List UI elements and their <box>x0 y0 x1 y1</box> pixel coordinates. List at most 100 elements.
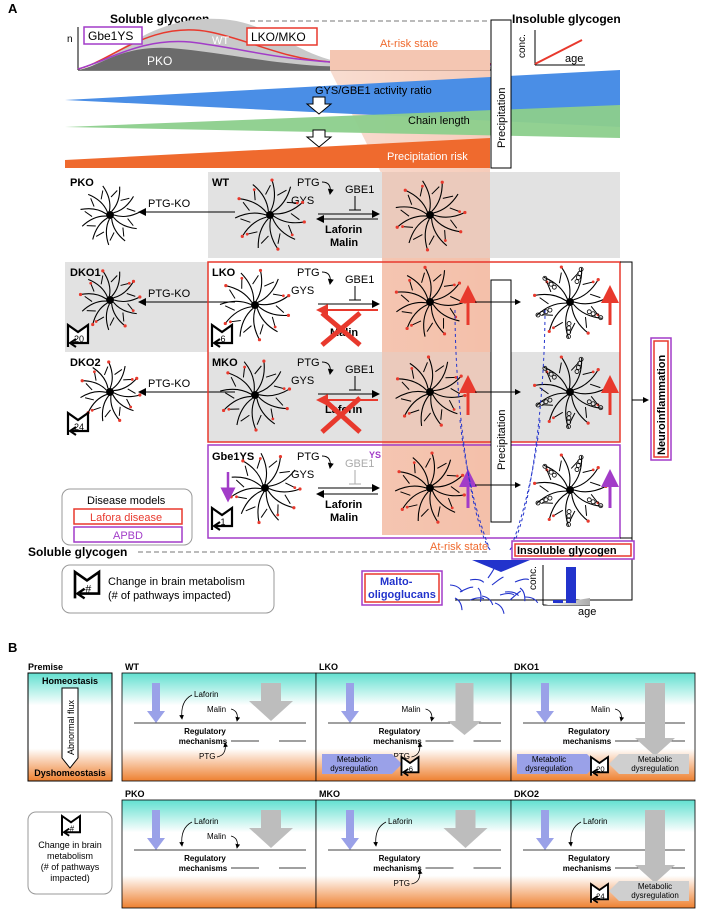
neuroinflammation-label: Neuroinflammation <box>656 354 668 455</box>
legend-apbd-label: APBD <box>113 530 143 542</box>
ptgko-label-mko: PTG-KO <box>148 378 191 390</box>
badge-count: 20 <box>74 334 84 344</box>
badge-count: # <box>70 824 75 833</box>
malto-label-line1: Malto- <box>380 576 413 588</box>
soluble-glycogen-bottom-label: Soluble glycogen <box>28 545 127 559</box>
malto-funnel <box>472 560 530 572</box>
metabolic-label-2: dysregulation <box>631 891 679 900</box>
malto-strand <box>520 588 525 601</box>
badge-count: 24 <box>74 422 84 432</box>
badge-count: 24 <box>596 892 605 901</box>
row-label-wt: WT <box>212 177 229 189</box>
regulatory-label-2: mechanisms <box>373 737 422 746</box>
regulatory-label-1: Regulatory <box>379 854 421 863</box>
ys-label: YS <box>369 450 381 460</box>
change-label-line1: Change in brain metabolism <box>108 576 245 588</box>
malin-label: Malin <box>402 705 421 714</box>
malto-strand <box>500 594 514 596</box>
row-label-dko2: DKO2 <box>70 357 101 369</box>
gbe1ys-insoluble-particle <box>533 453 607 526</box>
metabolic-label-2: dysregulation <box>330 764 378 773</box>
regulatory-label-2: mechanisms <box>373 864 422 873</box>
malin-label: Malin <box>207 705 226 714</box>
malto-bar-old <box>566 567 576 603</box>
age-axis-label: age <box>565 53 583 65</box>
badge-count: 20 <box>596 765 605 774</box>
pko-particle <box>81 186 140 245</box>
badge-lko: 6 <box>212 325 232 347</box>
malto-strand <box>450 585 462 592</box>
gbe1-label: GBE1 <box>345 184 374 196</box>
b-legend-line2: metabolism <box>47 851 93 861</box>
b-legend-line3: (# of pathways <box>41 862 100 872</box>
malto-strands <box>450 566 538 614</box>
panel-b-dko1: DKO1RegulatorymechanismsMalinMetabolicdy… <box>511 662 695 781</box>
regulatory-label-2: mechanisms <box>563 737 612 746</box>
panel-b-lko: LKORegulatorymechanismsMalinPTGMetabolic… <box>316 662 511 781</box>
legend-title: Disease models <box>87 495 166 507</box>
panel-a-letter: A <box>8 1 18 16</box>
ptg-label: PTG <box>297 357 320 369</box>
lko-mko-tag-label: LKO/MKO <box>251 30 306 44</box>
risk-label: Precipitation risk <box>387 151 468 163</box>
neuro-bracket <box>620 262 632 538</box>
conc-axis-label: conc. <box>517 34 528 58</box>
metabolic-label-1: Metabolic <box>638 755 672 764</box>
gys-label: GYS <box>291 375 314 387</box>
enzyme-block-gbe1ys: PTG GYS GBE1 YS Laforin Malin <box>291 450 381 524</box>
legend-lafora-label: Lafora disease <box>90 512 162 524</box>
malto-strand <box>460 587 473 592</box>
laforin-label: Laforin <box>325 499 363 511</box>
panel-b-label-pko: PKO <box>125 789 145 799</box>
panel-b-label-lko: LKO <box>319 662 338 672</box>
at-risk-top-zone <box>330 50 490 70</box>
abnormal-flux-label: Abnormal flux <box>66 699 76 755</box>
malin-label: Malin <box>591 705 610 714</box>
metabolic-label-2: dysregulation <box>631 764 679 773</box>
wt-curve-label: WT <box>212 35 229 47</box>
row-label-dko1: DKO1 <box>70 267 101 279</box>
malto-age-label: age <box>578 606 596 618</box>
down-arrow-2 <box>307 130 331 147</box>
metabolic-label-2: dysregulation <box>525 764 573 773</box>
panel-b-grid: WTRegulatorymechanismsLaforinMalinPTGLKO… <box>122 662 695 908</box>
malto-strand <box>495 603 504 614</box>
laforin-label: Laforin <box>194 817 218 826</box>
row-label-mko: MKO <box>212 357 238 369</box>
badge-count: 6 <box>409 765 413 774</box>
metabolic-label-1: Metabolic <box>532 755 566 764</box>
dyshomeostasis-label: Dyshomeostasis <box>34 768 106 778</box>
b-legend-line4: impacted) <box>50 873 90 883</box>
premise-label: Premise <box>28 662 63 672</box>
precipitation-top-label: Precipitation <box>496 87 508 148</box>
at-risk-bottom-label: At-risk state <box>430 541 488 553</box>
gbe1ys-tag-label: Gbe1YS <box>88 29 133 43</box>
precipitation-bar-bottom <box>491 280 511 522</box>
regulatory-label-2: mechanisms <box>563 864 612 873</box>
malin-label: Malin <box>207 832 226 841</box>
panel-b-dko2: DKO2RegulatorymechanismsLaforinMetabolic… <box>511 789 695 908</box>
ptgko-label-wt: PTG-KO <box>148 198 191 210</box>
malin-label: Malin <box>330 512 358 524</box>
enzyme-block-lko: PTG GYS GBE1 Malin <box>291 267 378 345</box>
regulatory-label-2: mechanisms <box>179 864 228 873</box>
gys-label: GYS <box>291 285 314 297</box>
panel-b-letter: B <box>8 640 17 655</box>
gbe1-label: GBE1 <box>345 274 374 286</box>
malto-strand <box>515 579 529 582</box>
ptgko-label-lko: PTG-KO <box>148 288 191 300</box>
row-label-gbe1ys: Gbe1YS <box>212 451 254 463</box>
gbe1ys-particle-left <box>230 453 302 524</box>
ratio-label: GYS/GBE1 activity ratio <box>315 85 432 97</box>
regulatory-label-1: Regulatory <box>568 727 610 736</box>
laforin-label: Laforin <box>194 690 218 699</box>
ptg-label: PTG <box>297 267 320 279</box>
badge-dko2: 24 <box>68 413 88 435</box>
gbe1-label: GBE1 <box>345 364 374 376</box>
ptg-label: PTG <box>394 879 410 888</box>
regulatory-label-2: mechanisms <box>179 737 228 746</box>
dko2-particle <box>81 360 142 422</box>
